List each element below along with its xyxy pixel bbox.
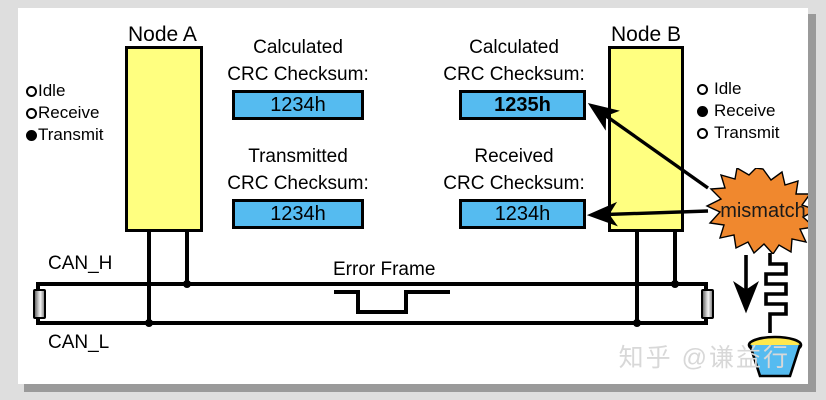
node-a-transmitted-crc-value[interactable]: 1234h (232, 199, 364, 229)
node-b-status-idle[interactable]: Idle (697, 78, 780, 100)
node-b-status-receive-label: Receive (714, 101, 776, 120)
node-a-status-receive[interactable]: Receive (26, 102, 104, 124)
radio-off-icon (697, 127, 708, 139)
junction-dot-a-canl (145, 319, 153, 327)
radio-on-icon (26, 129, 37, 141)
node-b-calculated-caption-line1: Calculated (469, 37, 559, 58)
node-b-calculated-caption-line2: CRC Checksum: (443, 64, 585, 85)
node-b-status-transmit-label: Transmit (714, 123, 780, 142)
node-a-calculated-crc-text: 1234h (270, 93, 326, 116)
node-b-status-list: Idle Receive Transmit (697, 78, 780, 144)
node-a-status-transmit[interactable]: Transmit (26, 124, 104, 146)
junction-dot-b-canh (671, 280, 679, 288)
bus-terminator-resistor-left (33, 289, 46, 319)
radio-off-icon (697, 83, 708, 95)
radio-on-icon (697, 105, 708, 117)
can-high-bus-line (36, 282, 708, 286)
node-a-calculated-caption-line1: Calculated (253, 37, 343, 58)
starburst-icon (705, 168, 808, 254)
watermark-text: 知乎 @谦益行 (618, 344, 790, 372)
node-b-calculated-crc-value[interactable]: 1235h (459, 90, 586, 120)
node-b-can-l-drop-wire (635, 230, 639, 325)
resistor-zigzag-icon (764, 253, 788, 333)
mismatch-label: mismatch (720, 199, 806, 222)
node-b-status-transmit[interactable]: Transmit (697, 122, 780, 144)
junction-dot-b-canl (633, 319, 641, 327)
diagram-canvas: Node A Idle Receive Transmit Calculated … (18, 8, 808, 384)
node-b-status-receive[interactable]: Receive (697, 100, 780, 122)
node-b-title: Node B (611, 23, 682, 46)
node-b-calculated-crc-text: 1235h (494, 93, 551, 116)
node-a-box[interactable] (125, 46, 203, 232)
node-b-can-h-drop-wire (673, 230, 677, 286)
node-a-calculated-caption-line2: CRC Checksum: (227, 64, 369, 85)
node-a-title: Node A (128, 23, 197, 46)
node-b-received-caption-line1: Received (474, 146, 554, 167)
node-b-received-crc-text: 1234h (494, 202, 551, 225)
node-a-status-list: Idle Receive Transmit (26, 80, 104, 146)
node-a-can-l-drop-wire (147, 230, 151, 325)
mismatch-starburst[interactable]: mismatch (703, 168, 808, 254)
radio-off-icon (26, 107, 37, 119)
radio-off-icon (26, 85, 37, 97)
node-a-transmitted-caption-line1: Transmitted (248, 146, 348, 167)
can-low-label: CAN_L (48, 332, 110, 353)
junction-dot-a-canh (183, 280, 191, 288)
node-a-status-transmit-label: Transmit (38, 125, 104, 144)
frame-shadow-bottom (24, 384, 816, 392)
node-a-transmitted-crc-text: 1234h (270, 202, 326, 225)
node-a-status-idle[interactable]: Idle (26, 80, 104, 102)
node-a-can-h-drop-wire (185, 230, 189, 286)
node-a-transmitted-caption-line2: CRC Checksum: (227, 173, 369, 194)
can-high-label: CAN_H (48, 253, 113, 274)
node-a-status-idle-label: Idle (38, 81, 66, 100)
bus-terminator-resistor-right (701, 289, 714, 319)
error-frame-label: Error Frame (333, 259, 436, 280)
can-low-bus-line (36, 321, 708, 325)
node-b-received-crc-value[interactable]: 1234h (459, 199, 586, 229)
frame-shadow-right (808, 14, 816, 384)
node-a-calculated-crc-value[interactable]: 1234h (232, 90, 364, 120)
node-b-box[interactable] (608, 46, 684, 232)
node-b-received-caption-line2: CRC Checksum: (443, 173, 585, 194)
node-a-status-receive-label: Receive (38, 103, 100, 122)
node-b-status-idle-label: Idle (714, 79, 742, 98)
